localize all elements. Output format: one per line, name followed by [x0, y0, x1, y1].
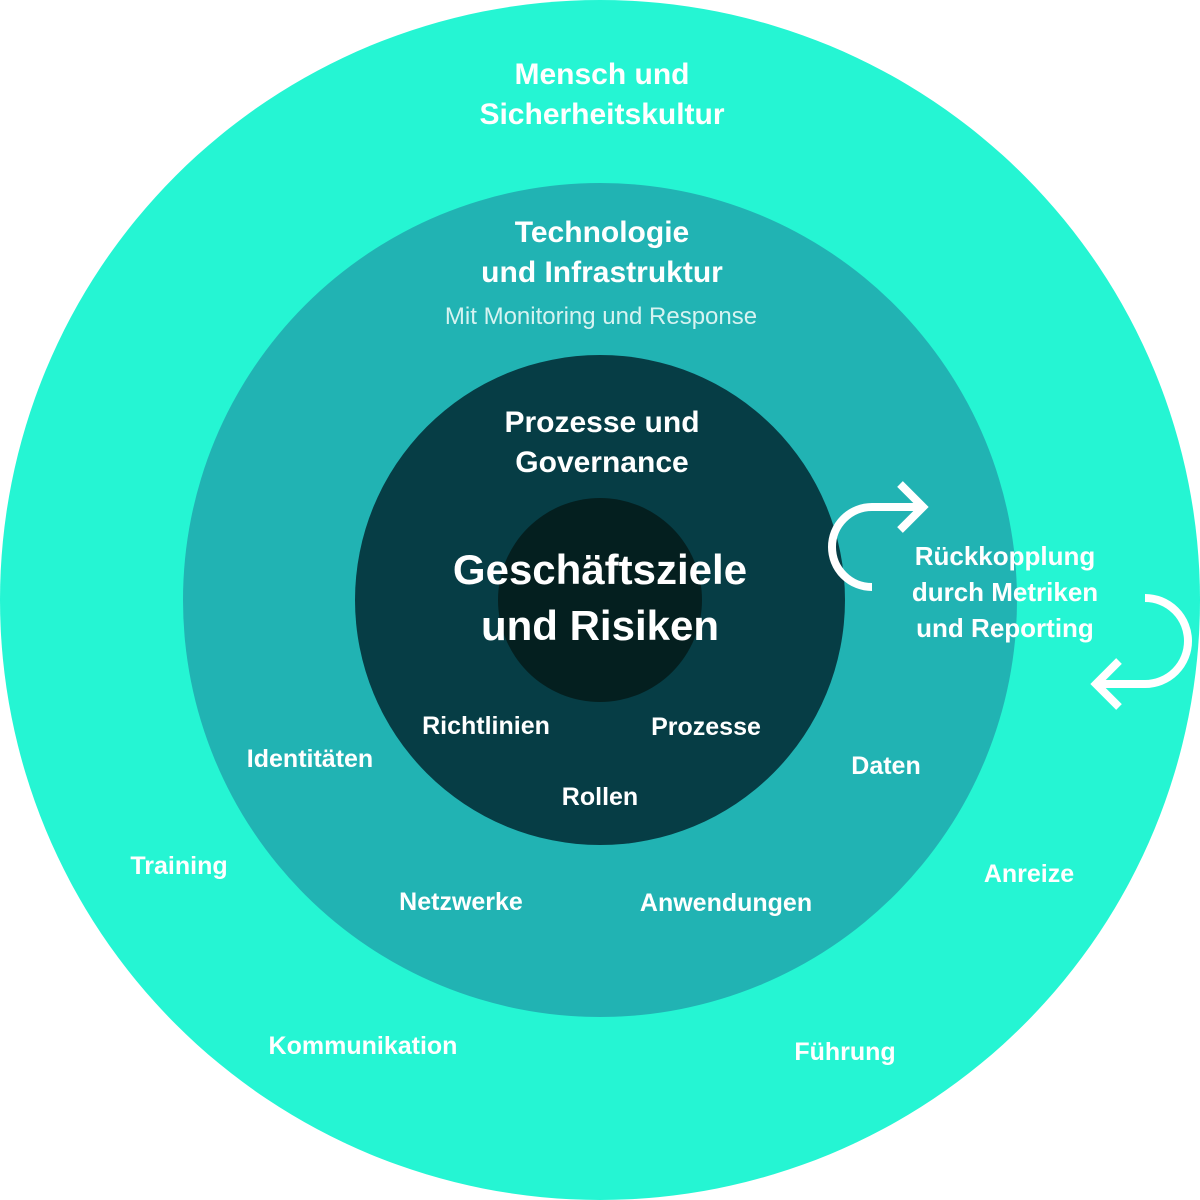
core-line2: und Risiken	[480, 602, 720, 649]
core-circle	[498, 498, 702, 702]
label-daten: Daten	[851, 752, 921, 780]
label-anreize: Anreize	[983, 860, 1075, 888]
loop-arrow-right-icon	[828, 481, 929, 591]
inner-title-line2: Governance	[515, 446, 689, 479]
label-richtlinien: Richtlinien	[422, 712, 550, 740]
middle-ring-subtitle: Mit Monitoring und Response	[444, 303, 758, 330]
feedback-line1: Rückkopplung	[914, 541, 1096, 571]
label-fuehrung: Führung	[794, 1038, 896, 1066]
middle-ring-title: Technologie und Infrastruktur	[481, 213, 723, 293]
outer-title-line2: Sicherheitskultur	[479, 98, 725, 131]
feedback-line3: und Reporting	[916, 613, 1094, 643]
label-netzwerke: Netzwerke	[399, 888, 523, 916]
inner-ring-title: Prozesse und Governance	[504, 403, 699, 483]
outer-ring-title: Mensch und Sicherheitskultur	[479, 55, 724, 135]
core-line1: Geschäftsziele	[452, 546, 748, 593]
outer-title-line1: Mensch und	[514, 58, 690, 91]
label-rollen: Rollen	[561, 783, 639, 811]
core-title: Geschäftsziele und Risiken	[453, 542, 747, 654]
feedback-text: Rückkopplung durch Metriken und Reportin…	[912, 538, 1098, 646]
middle-title-line1: Technologie	[514, 216, 690, 249]
label-kommunikation: Kommunikation	[268, 1032, 458, 1060]
feedback-line2: durch Metriken	[911, 577, 1099, 607]
label-training: Training	[130, 852, 228, 880]
label-identitaeten: Identitäten	[246, 745, 374, 773]
middle-title-line2: und Infrastruktur	[481, 256, 723, 289]
inner-title-line1: Prozesse und	[504, 406, 700, 439]
label-prozesse: Prozesse	[651, 713, 761, 741]
label-anwendungen: Anwendungen	[639, 889, 813, 917]
loop-arrow-left-icon	[1090, 594, 1192, 710]
